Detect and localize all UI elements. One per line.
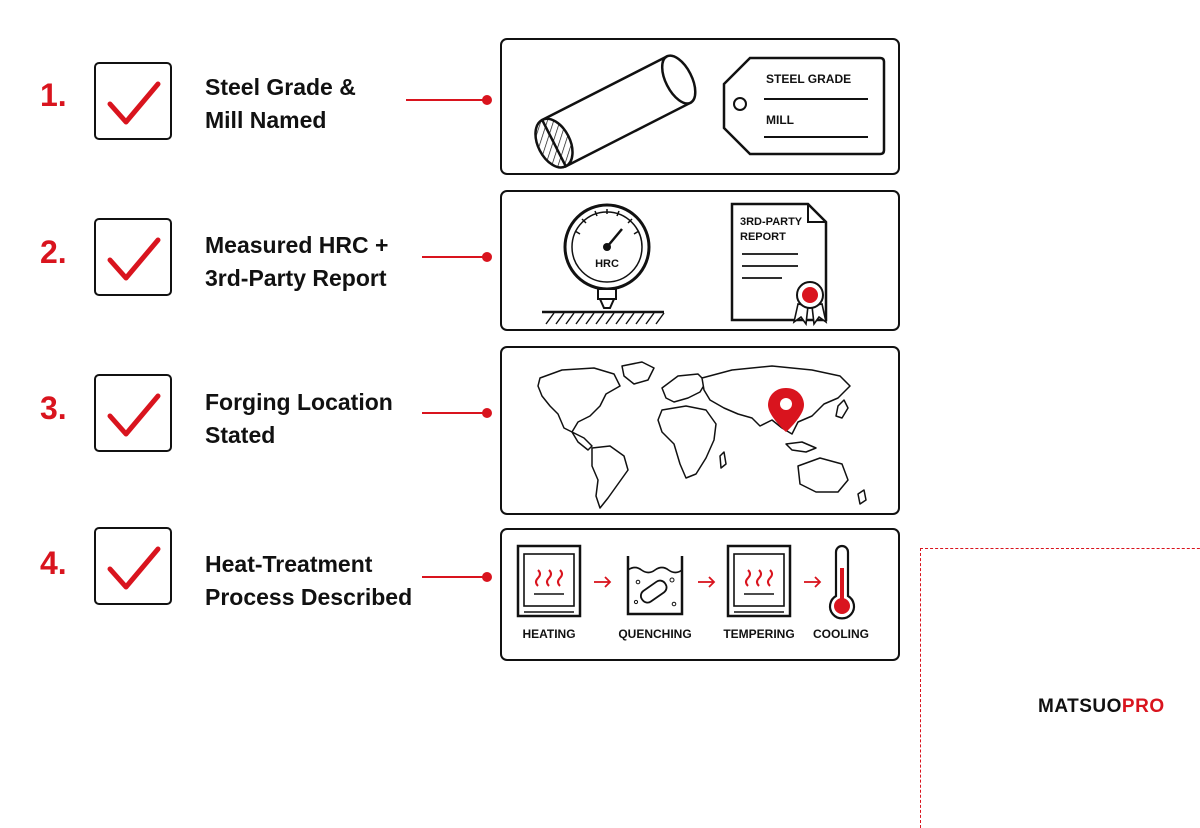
checkmark-icon (107, 393, 161, 437)
connector-4 (422, 572, 492, 582)
seal-ribbon-icon (792, 281, 828, 327)
panel-heat-treatment: HEATING QUENCHING TEMPERING COOLING (500, 528, 900, 661)
arrow-right-icon (804, 576, 822, 588)
step-tempering-label: TEMPERING (723, 627, 794, 641)
location-pin-icon (768, 388, 804, 432)
step-quenching-label: QUENCHING (618, 627, 691, 641)
panel-steel-grade: STEEL GRADE MILL (500, 38, 900, 175)
tag-mill-text: MILL (766, 113, 794, 127)
dashed-frame (920, 548, 1200, 828)
steel-bar-icon (534, 54, 697, 169)
quench-tank-icon (626, 556, 684, 616)
item-number-1: 1. (40, 77, 67, 113)
gauge-hrc-text: HRC (595, 258, 619, 270)
step-cooling-label: COOLING (813, 627, 869, 641)
checkmark-icon (107, 237, 161, 281)
brand-part1: MATSUO (1038, 696, 1122, 717)
furnace-icon (726, 544, 792, 618)
connector-2 (422, 252, 492, 262)
report-line2-text: REPORT (740, 231, 786, 243)
connector-3 (422, 408, 492, 418)
panel-hrc-report: HRC 3RD-PARTY REPORT (500, 190, 900, 331)
item-number-2: 2. (40, 234, 67, 270)
world-map-icon (537, 361, 867, 509)
panel-forging-location (500, 346, 900, 515)
step-heating-label: HEATING (522, 627, 575, 641)
item-label-4: Heat-Treatment Process Described (205, 551, 413, 610)
arrow-right-icon (698, 576, 716, 588)
tag-icon (722, 56, 886, 156)
brand-part2: PRO (1121, 696, 1165, 717)
furnace-icon (516, 544, 582, 618)
checkbox-2[interactable] (94, 218, 172, 296)
brand-logo: MATSUOPRO (1038, 696, 1165, 718)
checkbox-1[interactable] (94, 62, 172, 140)
item-number-4: 4. (40, 545, 67, 581)
checkmark-icon (107, 81, 161, 125)
checkmark-icon (107, 546, 161, 590)
arrow-right-icon (594, 576, 612, 588)
tag-steel-grade-text: STEEL GRADE (766, 72, 851, 86)
connector-1 (406, 95, 492, 105)
report-line1-text: 3RD-PARTY (740, 216, 803, 228)
thermometer-icon (828, 544, 856, 620)
checkbox-3[interactable] (94, 374, 172, 452)
item-label-3: Forging Location Stated (205, 389, 393, 448)
item-label-2: Measured HRC + 3rd-Party Report (205, 232, 389, 291)
item-label-1: Steel Grade & Mill Named (205, 74, 356, 133)
item-number-3: 3. (40, 390, 67, 426)
checkbox-4[interactable] (94, 527, 172, 605)
hardness-gauge-icon (542, 203, 665, 325)
